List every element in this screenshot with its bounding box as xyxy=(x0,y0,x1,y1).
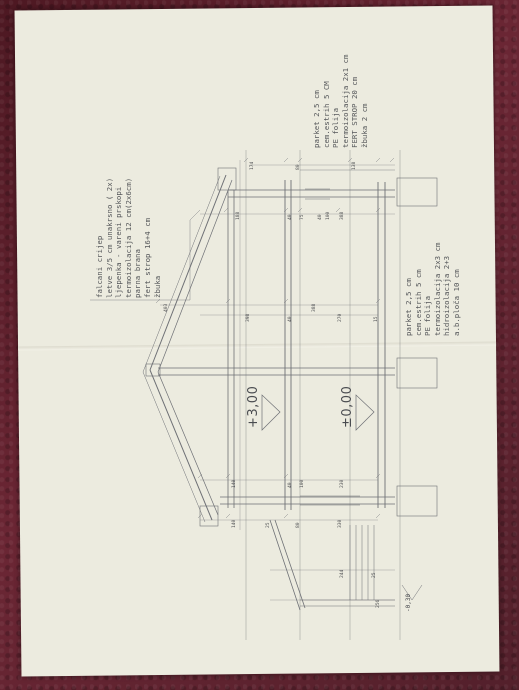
dim-label: 244 xyxy=(340,569,345,578)
ground-layer-4: termoizolacija 2x3 cm xyxy=(432,242,442,336)
ground-layer-3: PE folija xyxy=(423,295,433,336)
dim-label: 25 xyxy=(372,572,377,578)
level-outside-label: -0,30 xyxy=(405,593,412,612)
roof-layer-7: žbuka xyxy=(152,275,162,298)
terrace-steps xyxy=(349,525,375,600)
roof-layer-2: letve 3/5 cm unakrsno ( 2x) xyxy=(104,177,114,298)
dim-label: 15 xyxy=(374,316,379,322)
upper-layer-2: cem.estrih 5 CM xyxy=(321,81,331,148)
upper-layer-5: FERT STROP 20 cm xyxy=(350,76,360,148)
foundation-top xyxy=(396,177,438,207)
dim-label: 40 xyxy=(288,316,293,322)
roof-slope-upper-inner xyxy=(157,179,233,373)
ground-layer-6: a.b.ploča 10 cm xyxy=(451,269,461,336)
wall-top xyxy=(228,189,395,198)
level-upper-label: +3,00 xyxy=(246,385,261,428)
upper-layer-6: žbuka 2 cm xyxy=(359,103,369,149)
dim-label: 140 xyxy=(232,519,237,528)
upper-layer-1: parket 2,5 cm xyxy=(312,90,321,148)
dim-label: 138 xyxy=(352,161,357,170)
dim-label: 80 xyxy=(296,522,301,528)
level-ground-label: ±0,00 xyxy=(340,385,355,428)
wall-bottom xyxy=(220,496,395,505)
roof-ridge xyxy=(145,363,161,377)
dim-label: 140 xyxy=(232,479,237,488)
roof-layer-4: termoizolacija 12 cm(2x6cm) xyxy=(123,177,133,298)
dim-label: 100 xyxy=(326,211,331,220)
leader-roof xyxy=(90,209,201,301)
upper-layer-3: PE folija xyxy=(331,107,341,148)
foundation-middle xyxy=(396,357,438,389)
upper-layer-4: termoizolacija 2x1 cm xyxy=(340,54,350,148)
roof-slope-lower xyxy=(149,369,213,521)
dim-label: 230 xyxy=(340,479,345,488)
dim-label: 40 xyxy=(288,214,293,220)
roof-layer-3: ljepenka - vareni prskopi xyxy=(114,186,124,298)
ground-layer-1: parket 2,5 cm xyxy=(404,278,413,336)
dim-label: 188 xyxy=(236,211,241,220)
level-marker-outside xyxy=(401,584,423,601)
ground-layer-5: hidroizolacija 2+3 xyxy=(442,255,452,336)
roof-layer-5: parna brana xyxy=(133,249,143,298)
dim-label: 330 xyxy=(338,519,343,528)
dim-label: 25 xyxy=(266,522,271,528)
upper-floor-layer-spec: parket 2,5 cm cem.estrih 5 CM PE folija … xyxy=(312,55,370,148)
dim-label: 256 xyxy=(376,599,381,608)
dim-label: 80 xyxy=(296,164,301,170)
ground-layer-2: cem.estrih 5 cm xyxy=(413,269,423,336)
ground-floor-layer-spec: parket 2,5 cm cem.estrih 5 cm PE folija … xyxy=(404,243,462,336)
window-upper xyxy=(305,188,330,200)
dim-label: 388 xyxy=(340,211,345,220)
level-marker-ground xyxy=(355,394,375,431)
eave-top xyxy=(217,167,237,191)
dim-label: 100 xyxy=(300,479,305,488)
terrace xyxy=(269,519,306,611)
dim-label: 270 xyxy=(338,313,343,322)
dim-label: 174 xyxy=(250,161,255,170)
dim-label: 40 xyxy=(318,214,323,220)
roof-layer-spec: falcani crijep letve 3/5 cm unakrsno ( 2… xyxy=(95,178,162,298)
level-marker-upper xyxy=(261,394,281,431)
foundation-bottom xyxy=(396,485,438,517)
roof-layer-1: falcani crijep xyxy=(95,235,104,298)
wall-middle xyxy=(158,367,395,376)
roof-layer-6: fert strop 16+4 cm xyxy=(142,217,152,298)
slab-upper-floor xyxy=(284,180,292,510)
dim-label: 403 xyxy=(164,303,169,312)
roof-slope-upper xyxy=(149,174,227,371)
dim-label: 398 xyxy=(246,313,251,322)
slab-attic xyxy=(227,190,235,508)
dim-label: 75 xyxy=(300,214,305,220)
dim-label: 40 xyxy=(288,482,293,488)
slab-ground-floor xyxy=(377,182,386,508)
dim-label: 388 xyxy=(312,303,317,312)
